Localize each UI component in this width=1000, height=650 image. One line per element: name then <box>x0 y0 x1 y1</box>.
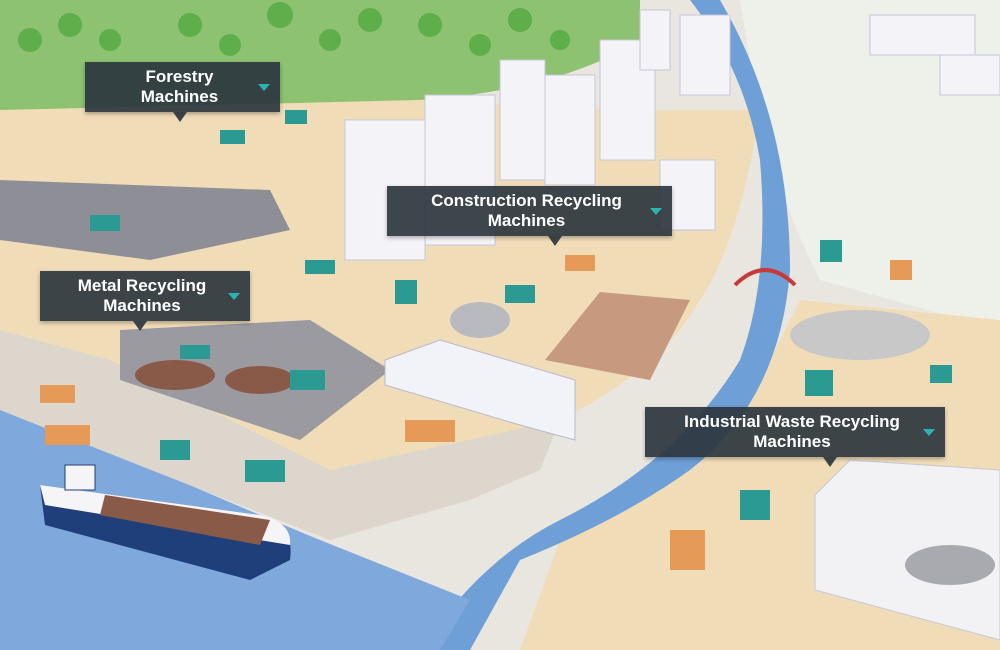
cargo-ship <box>40 464 291 580</box>
callout-pointer <box>173 112 187 122</box>
pit <box>545 292 690 380</box>
label-line-1: Construction Recycling <box>431 191 622 210</box>
label-line-1: Metal Recycling <box>77 276 207 295</box>
scrap-yard <box>0 180 290 260</box>
excavators <box>90 110 952 520</box>
scrap-piles <box>135 302 995 585</box>
trucks <box>40 255 912 570</box>
trees <box>18 2 570 56</box>
warehouse <box>384 339 576 441</box>
construction-recycling-machines-label[interactable]: Construction Recycling Machines <box>387 186 672 246</box>
label-line-1: Industrial Waste Recycling <box>684 412 900 431</box>
label-line-2: Machines <box>753 432 831 451</box>
residential-area <box>740 0 1000 330</box>
forestry-machines-label[interactable]: Forestry Machines <box>85 62 280 122</box>
river <box>420 0 790 650</box>
label-line-2: Machines <box>103 296 181 315</box>
metal-recycling-machines-label[interactable]: Metal Recycling Machines <box>40 271 250 331</box>
dropdown-triangle-icon <box>228 293 240 300</box>
dropdown-triangle-icon <box>650 208 662 215</box>
dropdown-triangle-icon <box>923 429 935 436</box>
callout-pointer <box>548 236 562 246</box>
waste-bin-building <box>814 459 1000 641</box>
label-line-2: Machines <box>140 87 219 106</box>
label-line-1: Forestry <box>145 67 214 86</box>
industrial-waste-recycling-machines-label[interactable]: Industrial Waste Recycling Machines <box>645 407 945 467</box>
dropdown-triangle-icon <box>258 84 270 91</box>
bridge <box>733 268 797 287</box>
city-buildings <box>344 9 1000 261</box>
label-line-2: Machines <box>487 211 566 230</box>
callout-pointer <box>133 321 147 331</box>
callout-pointer <box>823 457 837 467</box>
